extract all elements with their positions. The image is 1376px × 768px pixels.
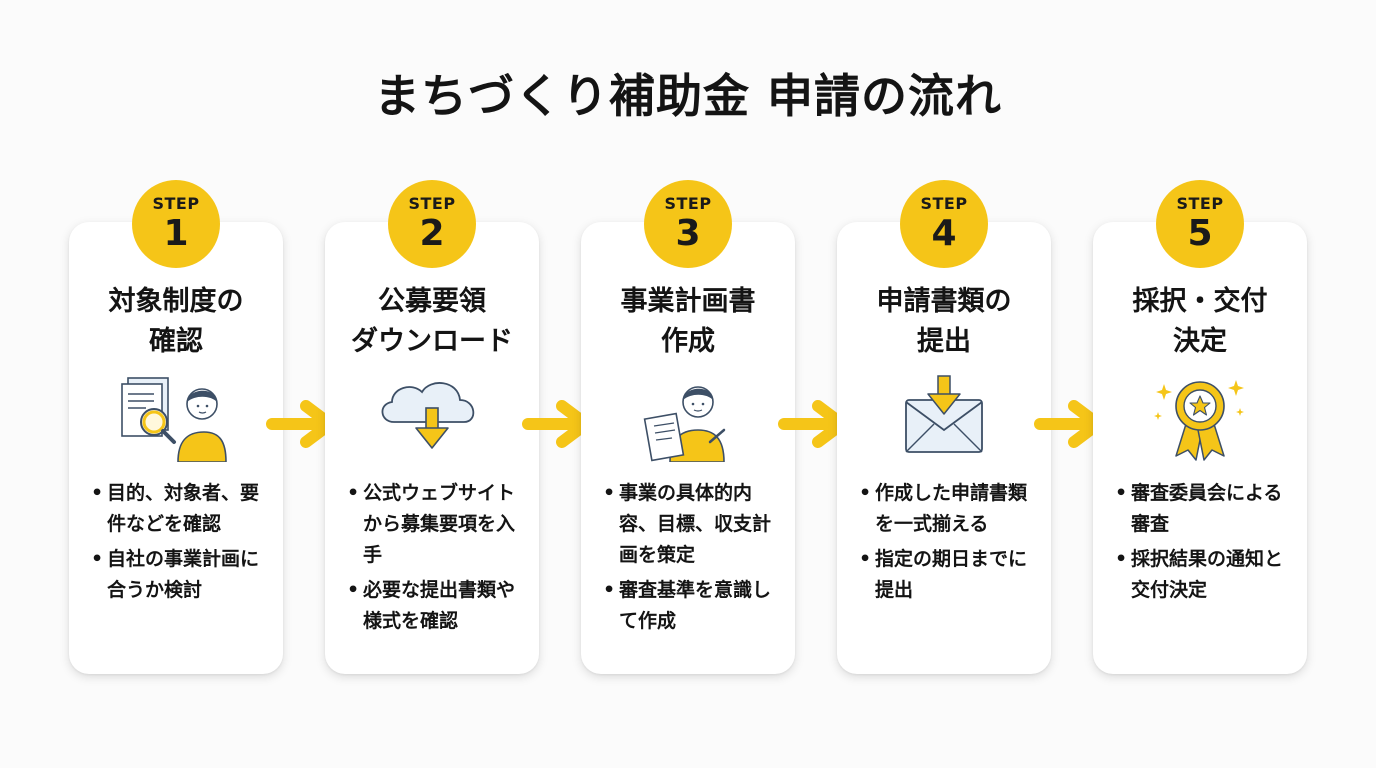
list-item: 必要な提出書類や様式を確認	[347, 575, 525, 637]
step-badge: STEP 2	[388, 180, 476, 268]
step-badge-label: STEP	[920, 194, 968, 213]
step-card-1: STEP 1 対象制度の 確認 目的、対象者、要件などを確認 自社の事業計画に合…	[69, 180, 283, 674]
step-title-line: 申請書類の	[876, 286, 1012, 317]
step-badge-label: STEP	[664, 194, 712, 213]
step-bullets: 目的、対象者、要件などを確認 自社の事業計画に合うか検討	[91, 478, 269, 610]
step-title-line: 対象制度の	[108, 286, 244, 317]
step-card-3: STEP 3 事業計画書 作成 事業の具体的内容、目標、収支計画を策定 審査基準…	[581, 180, 795, 674]
step-title-line: 事業計画書	[620, 286, 756, 317]
step-badge-label: STEP	[152, 194, 200, 213]
step-title: 対象制度の 確認	[69, 282, 283, 362]
step-card-4: STEP 4 申請書類の 提出 作成した申請書類を一式揃える 指定の期日までに提…	[837, 180, 1051, 674]
step-badge: STEP 4	[900, 180, 988, 268]
list-item: 作成した申請書類を一式揃える	[859, 478, 1037, 540]
step-badge-label: STEP	[408, 194, 456, 213]
step-badge-label: STEP	[1176, 194, 1224, 213]
step-title-line: 提出	[917, 326, 971, 357]
list-item: 目的、対象者、要件などを確認	[91, 478, 269, 540]
page-title: まちづくり補助金 申請の流れ	[373, 69, 1002, 123]
step-title-line: 決定	[1173, 326, 1227, 357]
step-badge-number: 3	[675, 213, 701, 254]
step-title-line: ダウンロード	[351, 326, 513, 357]
step-badge-number: 1	[163, 213, 189, 254]
step-bullets: 審査委員会による審査 採択結果の通知と交付決定	[1115, 478, 1293, 610]
list-item: 事業の具体的内容、目標、収支計画を策定	[603, 478, 781, 571]
document-magnifier-person-icon	[121, 377, 227, 462]
step-badge-number: 2	[419, 213, 445, 254]
step-title-line: 公募要領	[378, 286, 486, 317]
envelope-submit-icon	[905, 375, 983, 453]
step-title: 採択・交付 決定	[1093, 282, 1307, 362]
step-bullets: 作成した申請書類を一式揃える 指定の期日までに提出	[859, 478, 1037, 610]
step-title-line: 確認	[149, 326, 203, 357]
step-card-5: STEP 5 採択・交付 決定 審査委員会による審査 採択結果の通知と交付決定	[1093, 180, 1307, 674]
step-title: 申請書類の 提出	[837, 282, 1051, 362]
step-title: 事業計画書 作成	[581, 282, 795, 362]
list-item: 審査委員会による審査	[1115, 478, 1293, 540]
award-medal-icon	[1154, 380, 1244, 461]
step-title-line: 作成	[661, 326, 715, 357]
step-badge-number: 5	[1187, 213, 1213, 254]
cloud-download-icon	[381, 382, 475, 449]
step-badge: STEP 1	[132, 180, 220, 268]
person-writing-plan-icon	[643, 386, 726, 462]
step-badge: STEP 5	[1156, 180, 1244, 268]
list-item: 採択結果の通知と交付決定	[1115, 544, 1293, 606]
step-badge: STEP 3	[644, 180, 732, 268]
list-item: 自社の事業計画に合うか検討	[91, 544, 269, 606]
step-bullets: 公式ウェブサイトから募集要項を入手 必要な提出書類や様式を確認	[347, 478, 525, 641]
list-item: 指定の期日までに提出	[859, 544, 1037, 606]
step-card-2: STEP 2 公募要領 ダウンロード 公式ウェブサイトから募集要項を入手 必要な…	[325, 180, 539, 674]
step-title-line: 採択・交付	[1132, 286, 1268, 317]
step-badge-number: 4	[931, 213, 957, 254]
step-title: 公募要領 ダウンロード	[325, 282, 539, 362]
list-item: 審査基準を意識して作成	[603, 575, 781, 637]
step-bullets: 事業の具体的内容、目標、収支計画を策定 審査基準を意識して作成	[603, 478, 781, 641]
list-item: 公式ウェブサイトから募集要項を入手	[347, 478, 525, 571]
